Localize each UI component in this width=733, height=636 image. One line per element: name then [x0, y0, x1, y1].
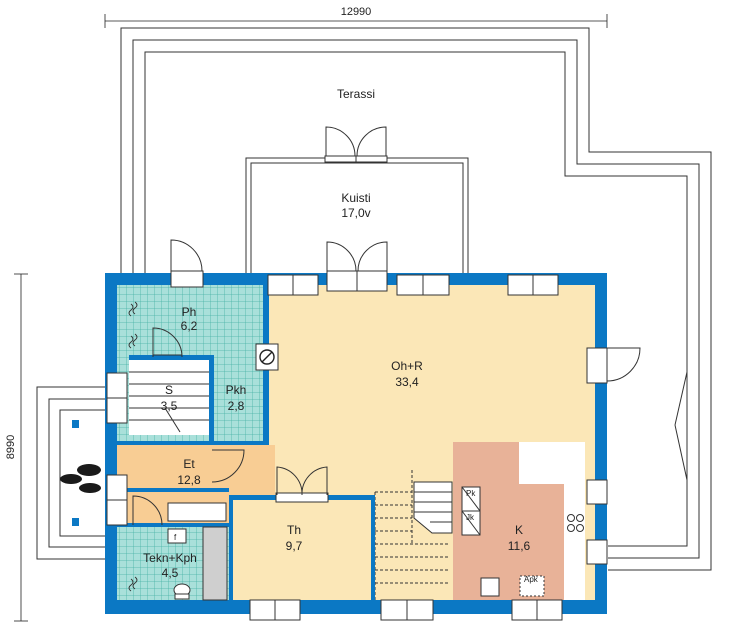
stairs-s [129, 360, 209, 435]
kitchen-appliances [461, 486, 545, 597]
room-terassi-name: Terassi [337, 87, 375, 101]
dimension-width-label: 12990 [341, 6, 372, 18]
fireplace-icon [255, 343, 279, 371]
room-k-area: 11,6 [508, 539, 531, 553]
kitchen-counter-top [519, 442, 585, 484]
room-ph-area: 6,2 [181, 319, 198, 333]
dimension-height-label: 8990 [5, 435, 17, 459]
doormat-shoes-icon [60, 464, 101, 493]
room-ph-name: Ph [182, 305, 197, 319]
door-ph-exterior[interactable] [170, 239, 204, 288]
room-th-area: 9,7 [286, 539, 303, 553]
stairs-s-steps [129, 371, 209, 433]
room-th-name: Th [287, 523, 301, 537]
fixture-jk-label: Jk [466, 513, 475, 522]
door-ohr-east[interactable] [586, 347, 641, 384]
windows[interactable] [106, 274, 608, 621]
room-k-name: K [515, 523, 523, 537]
main-stairs-upper [413, 481, 453, 534]
door-terrace[interactable] [324, 126, 388, 163]
door-ph-s[interactable] [152, 327, 183, 358]
door-th[interactable] [275, 466, 329, 503]
room-ohr-area: 33,4 [395, 375, 419, 389]
room-kuisti-area: 17,0v [341, 206, 370, 220]
tekn-fixtures: f [167, 502, 228, 601]
dimension-top: 12990 [104, 6, 608, 28]
fixture-apk-label: Apk [524, 575, 539, 584]
room-kuisti-name: Kuisti [341, 191, 370, 205]
room-pkh-area: 2,8 [228, 399, 245, 413]
terrace-outline [120, 27, 712, 571]
room-tekn-area: 4,5 [162, 566, 179, 580]
dimension-left: 8990 [5, 273, 28, 622]
room-et-name: Et [183, 457, 195, 471]
shower-icon [128, 301, 138, 592]
room-pkh-name: Pkh [226, 383, 247, 397]
lamp-post [72, 420, 79, 428]
room-ohr-name: Oh+R [391, 359, 423, 373]
room-s-area: 3,5 [161, 399, 178, 413]
room-s-name: S [165, 383, 173, 397]
room-et-area: 12,8 [177, 473, 201, 487]
kitchen-counter-side [564, 484, 585, 600]
door-tekn[interactable] [132, 495, 163, 526]
door-pkh[interactable] [211, 449, 245, 483]
stove-icon [567, 514, 584, 532]
door-kuisti-main[interactable] [326, 241, 388, 292]
svg-text:f: f [174, 533, 177, 542]
fixture-pk-label: Pk [466, 489, 476, 498]
room-tekn-name: Tekn+Kph [143, 551, 197, 565]
floor-et [117, 445, 275, 495]
lamp-post [72, 518, 79, 526]
